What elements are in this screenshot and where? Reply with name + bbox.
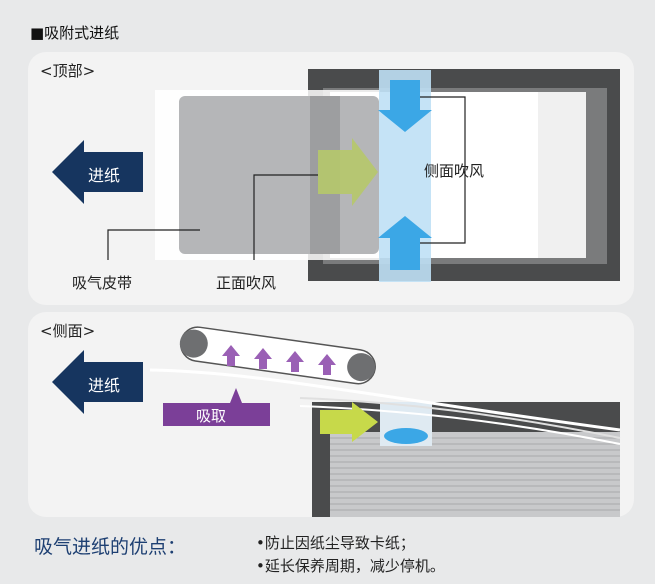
suction-arrow-3 bbox=[286, 351, 304, 372]
side-front-air-arrow bbox=[320, 402, 378, 442]
side-air-label: 侧面吹风 bbox=[424, 162, 485, 180]
suction-arrow-1 bbox=[222, 345, 240, 366]
advantages-title: 吸气进纸的优点： bbox=[34, 536, 187, 558]
feed-label-side: 进纸 bbox=[88, 376, 121, 395]
feed-arrow-top bbox=[52, 140, 143, 204]
suction-belt-label: 吸气皮带 bbox=[72, 274, 133, 292]
advantage-point-1: •防止因纸尘导致卡纸； bbox=[256, 534, 415, 552]
suction-arrow-2 bbox=[254, 348, 272, 369]
front-air-arrow bbox=[318, 138, 378, 206]
section-title: ■吸附式进纸 bbox=[30, 24, 120, 42]
feed-label-top: 进纸 bbox=[88, 166, 121, 185]
side-view-label: <侧面> bbox=[40, 322, 96, 340]
advantage-point-2: •延长保养周期，减少停机。 bbox=[256, 557, 445, 575]
side-air-arrow-top bbox=[378, 80, 432, 132]
suction-banner bbox=[163, 388, 270, 426]
front-air-label: 正面吹风 bbox=[216, 274, 277, 292]
side-suction-belt bbox=[179, 326, 376, 385]
top-view-label: <顶部> bbox=[40, 62, 96, 80]
side-air-arrow-bottom bbox=[378, 216, 432, 270]
feed-arrow-side bbox=[52, 350, 143, 414]
suction-label: 吸取 bbox=[196, 407, 227, 425]
suction-arrow-4 bbox=[318, 354, 336, 375]
side-air-puff bbox=[384, 428, 428, 444]
